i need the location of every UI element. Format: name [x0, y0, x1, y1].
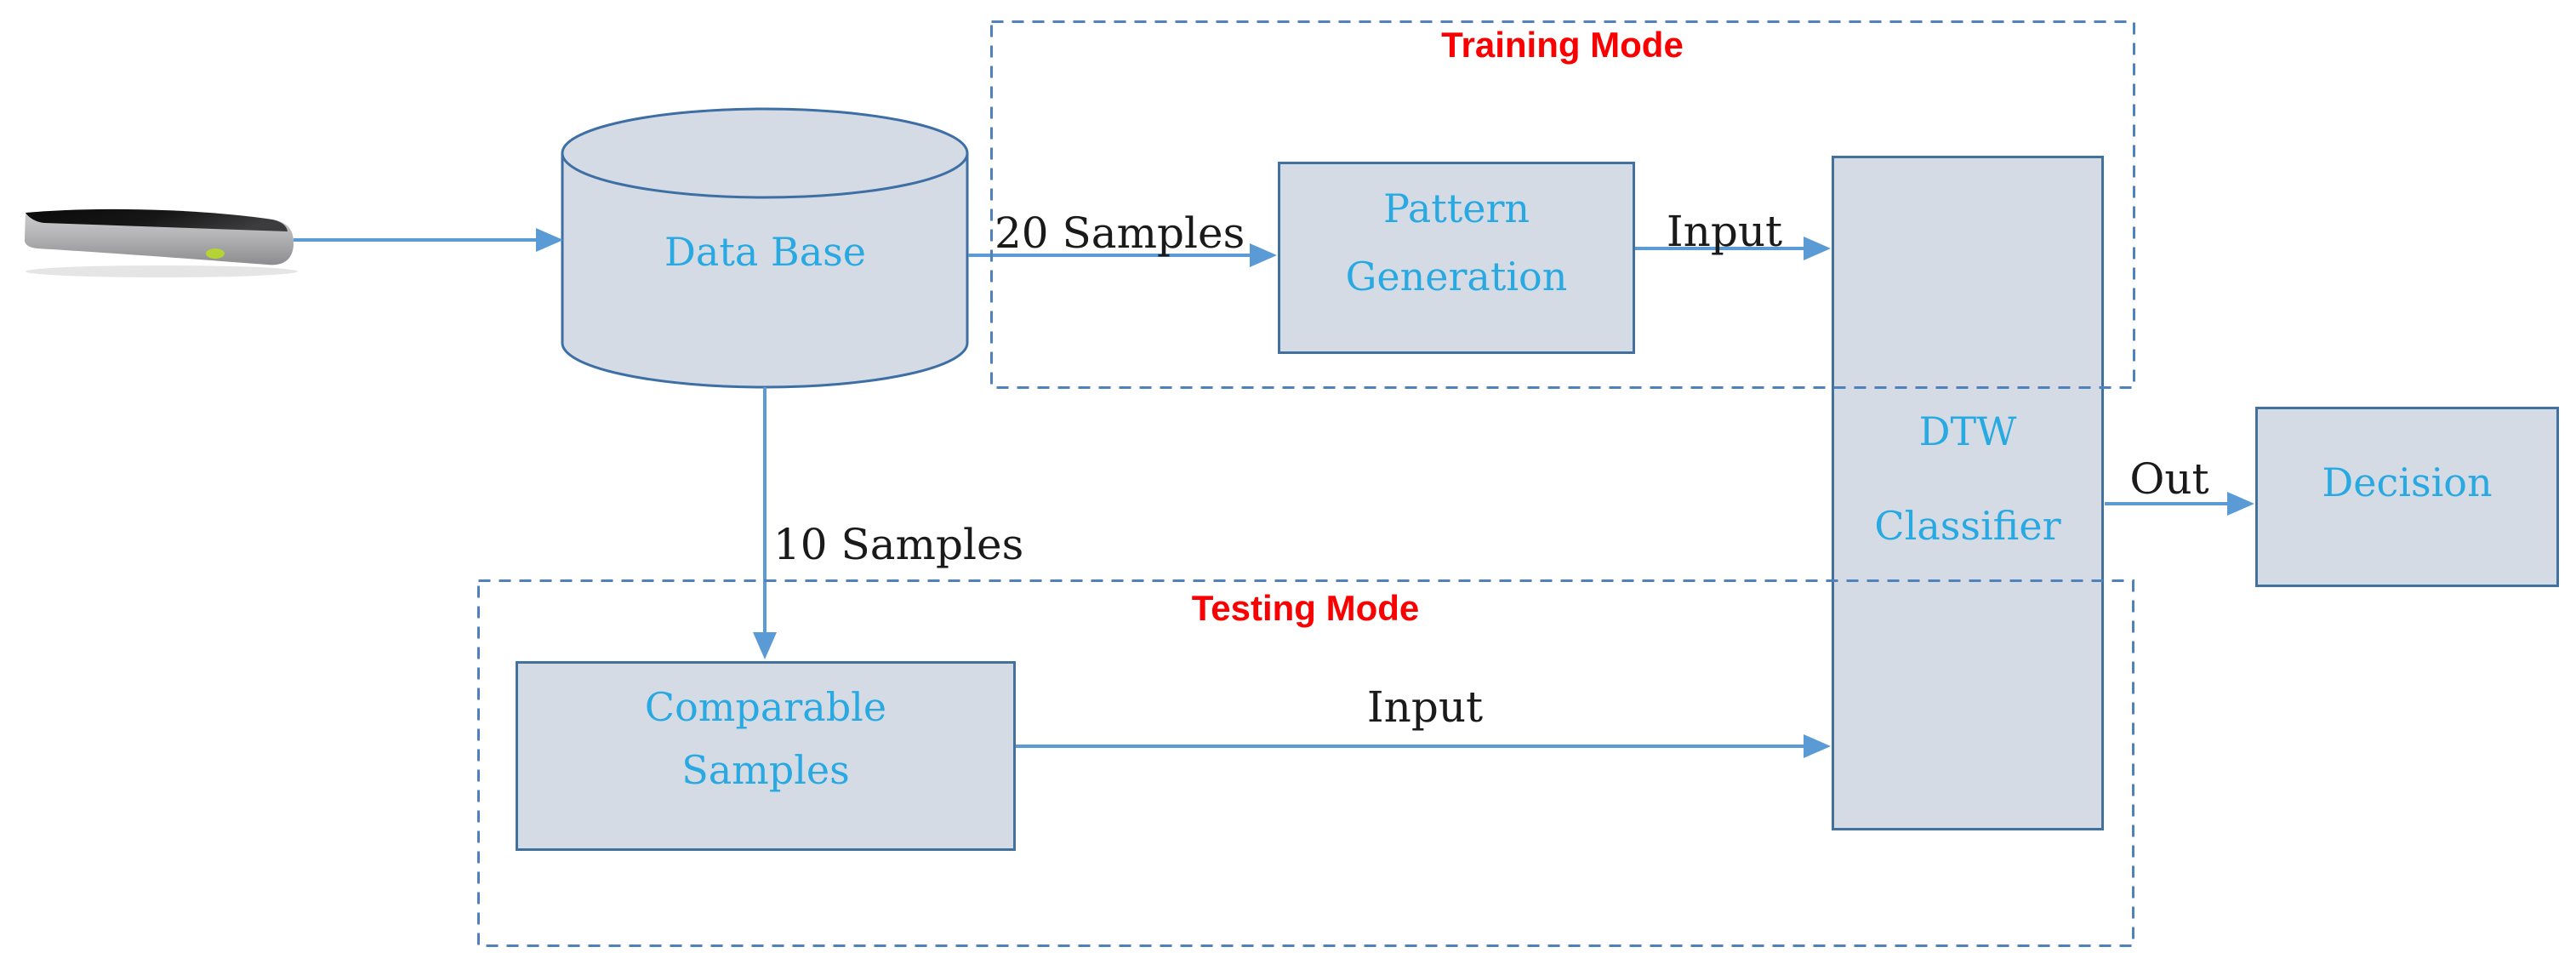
training-mode-label: Training Mode	[1441, 25, 1684, 65]
arrow-comparable-samples-to-dtw	[1016, 734, 1831, 758]
arrow-sensor-to-database	[294, 228, 563, 252]
node-dtw-classifier: DTW Classifier	[1832, 156, 2104, 830]
pattern-generation-line2: Generation	[1345, 254, 1568, 300]
edge-label-input-training: Input	[1666, 207, 1783, 256]
leap-motion-sensor-icon	[24, 208, 298, 277]
node-comparable-samples: Comparable Samples	[516, 661, 1016, 851]
decision-label: Decision	[2322, 459, 2493, 505]
dtw-classifier-line2: Classifier	[1874, 503, 2061, 549]
pattern-generation-line1: Pattern	[1382, 185, 1530, 231]
edge-label-input-testing: Input	[1366, 682, 1484, 732]
node-decision: Decision	[2255, 407, 2559, 587]
testing-mode-label: Testing Mode	[1191, 588, 1420, 628]
node-pattern-generation: Pattern Generation	[1278, 162, 1635, 354]
dtw-classifier-line1: DTW	[1918, 408, 2017, 454]
database-label: Data Base	[664, 229, 866, 275]
edge-label-out: Out	[2129, 454, 2209, 504]
comparable-samples-line1: Comparable	[644, 684, 887, 730]
comparable-samples-line2: Samples	[681, 747, 850, 793]
sensor-led-light	[206, 248, 225, 259]
edge-label-10-samples: 10 Samples	[773, 520, 1024, 569]
edge-label-20-samples: 20 Samples	[994, 208, 1245, 258]
